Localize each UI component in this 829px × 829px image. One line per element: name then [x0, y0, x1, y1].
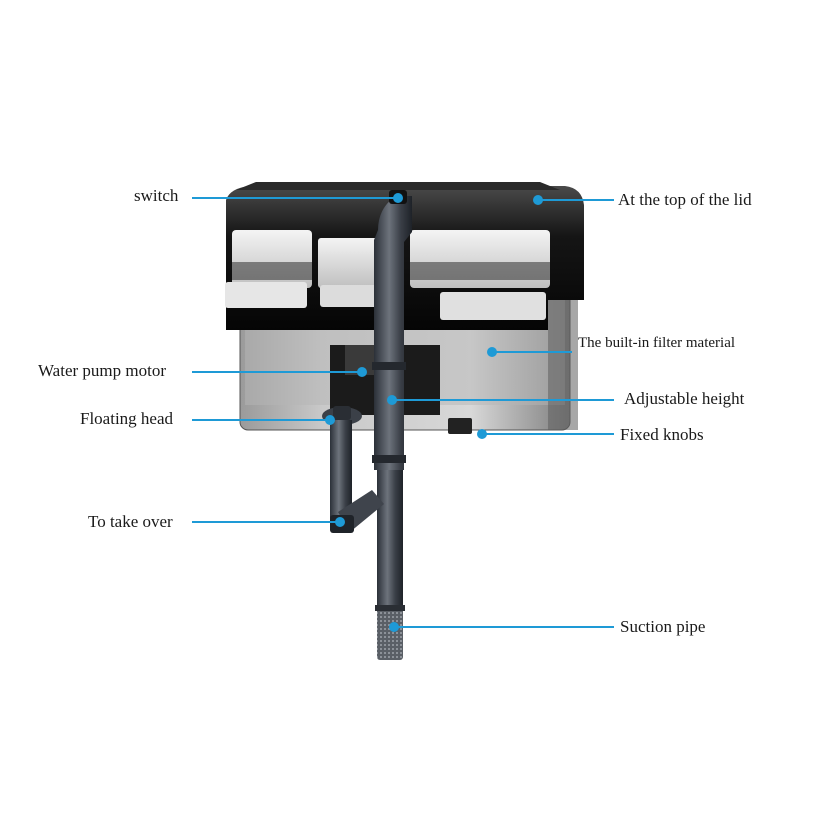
- dot-adjustable-height: [387, 395, 397, 405]
- callout-leaders: [192, 193, 614, 632]
- dot-switch: [393, 193, 403, 203]
- label-adjustable-height: Adjustable height: [624, 389, 745, 408]
- dot-suction-pipe: [389, 622, 399, 632]
- label-fixed-knobs: Fixed knobs: [620, 425, 704, 444]
- dot-lid-top: [533, 195, 543, 205]
- suction-pipe: [375, 470, 405, 660]
- label-pump-motor: Water pump motor: [38, 361, 166, 380]
- fixed-knob: [448, 418, 472, 434]
- filter-lid: [225, 182, 584, 330]
- main-pipe: [372, 190, 412, 470]
- dot-pump-motor: [357, 367, 367, 377]
- label-switch: switch: [134, 186, 179, 205]
- label-lid-top: At the top of the lid: [618, 190, 752, 209]
- label-suction-pipe: Suction pipe: [620, 617, 706, 636]
- dot-take-over: [335, 517, 345, 527]
- dot-fixed-knobs: [477, 429, 487, 439]
- label-take-over: To take over: [88, 512, 173, 531]
- dot-floating-head: [325, 415, 335, 425]
- dot-filter-material: [487, 347, 497, 357]
- label-filter-material: The built-in filter material: [578, 335, 736, 351]
- floating-head-assembly: [322, 406, 384, 533]
- label-floating-head: Floating head: [80, 409, 174, 428]
